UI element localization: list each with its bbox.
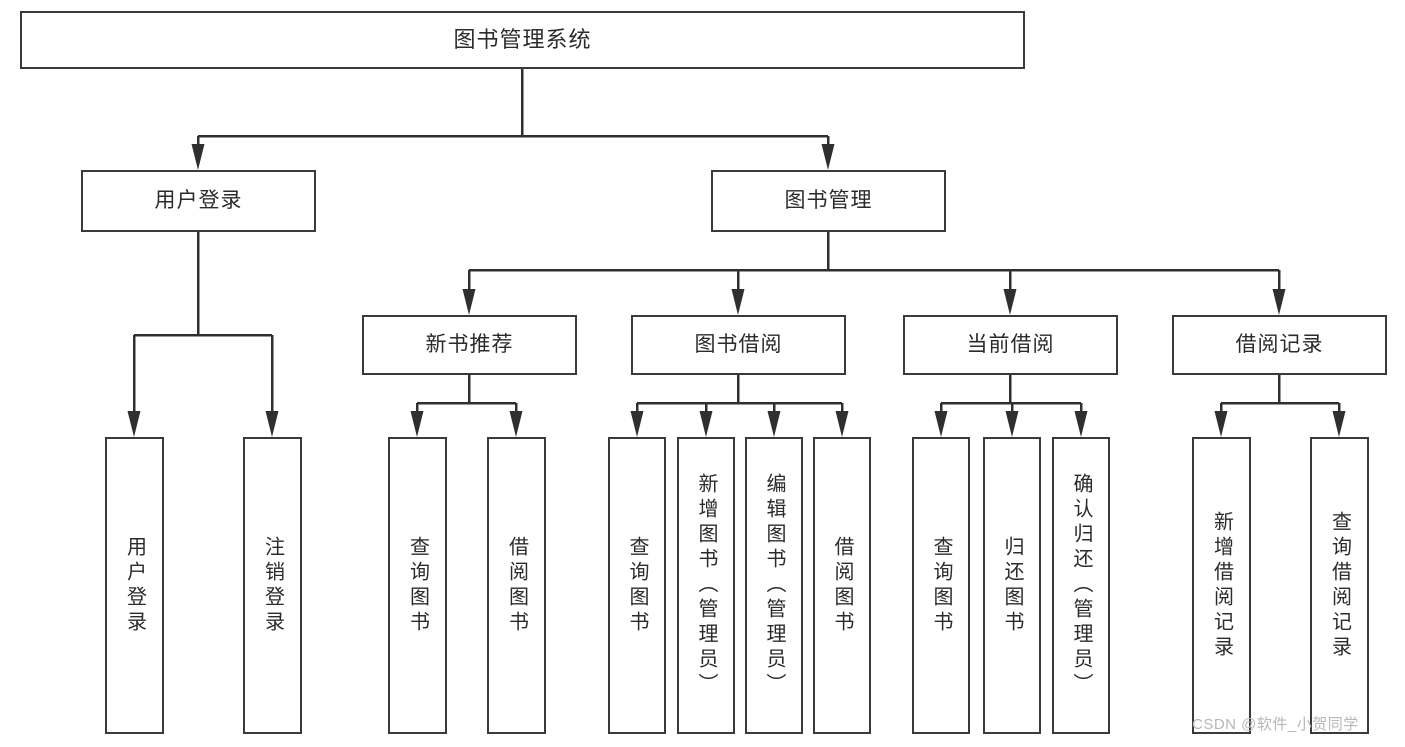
c-currentborrow-to-leaves-arrow-2	[1074, 411, 1088, 437]
node-leaf-return-book[interactable]: 归还图书	[983, 437, 1041, 734]
node-new-book-recommend[interactable]: 新书推荐	[362, 315, 577, 375]
node-label-user-login: 用户登录	[154, 189, 243, 213]
node-label-book-manage: 图书管理	[784, 189, 873, 213]
node-label-leaf-borrow-book-1: 借阅图书	[505, 535, 528, 636]
node-user-login[interactable]: 用户登录	[81, 170, 316, 232]
c-root-to-level1-arrow-1	[821, 144, 835, 170]
node-leaf-edit-book-admin[interactable]: 编辑图书（管理员）	[745, 437, 803, 734]
connector-c-bookborrow-to-leaves	[630, 375, 849, 437]
node-label-leaf-user-login: 用户登录	[123, 535, 146, 636]
node-leaf-add-borrow-record[interactable]: 新增借阅记录	[1192, 437, 1251, 734]
c-currentborrow-to-leaves-arrow-1	[1005, 411, 1019, 437]
node-label-leaf-borrow-book-2: 借阅图书	[831, 535, 853, 636]
c-bookborrow-to-leaves-arrow-0	[630, 411, 644, 437]
node-label-current-borrow: 当前借阅	[966, 333, 1055, 357]
node-label-leaf-query-book-1: 查询图书	[406, 535, 429, 636]
node-label-root: 图书管理系统	[453, 26, 592, 52]
c-root-to-level1-arrow-0	[191, 144, 205, 170]
connector-c-currentborrow-to-leaves	[934, 375, 1088, 437]
connector-c-bookmanage-to-level2	[462, 232, 1286, 315]
node-leaf-confirm-return-admin[interactable]: 确认归还（管理员）	[1052, 437, 1110, 734]
node-leaf-add-book-admin[interactable]: 新增图书（管理员）	[677, 437, 735, 734]
node-label-borrow-record: 借阅记录	[1235, 333, 1324, 357]
c-borrowrecord-to-leaves-arrow-1	[1332, 411, 1346, 437]
node-book-manage[interactable]: 图书管理	[711, 170, 946, 232]
node-label-leaf-add-book-admin: 新增图书（管理员）	[695, 473, 717, 698]
node-leaf-query-book-3[interactable]: 查询图书	[912, 437, 970, 734]
node-leaf-query-borrow-record[interactable]: 查询借阅记录	[1310, 437, 1369, 734]
connector-c-root-to-level1	[191, 69, 835, 170]
c-bookmanage-to-level2-arrow-3	[1272, 289, 1286, 315]
node-leaf-user-login[interactable]: 用户登录	[105, 437, 164, 734]
c-borrowrecord-to-leaves-arrow-0	[1214, 411, 1228, 437]
node-label-book-borrow: 图书借阅	[694, 333, 783, 357]
node-borrow-record[interactable]: 借阅记录	[1172, 315, 1387, 375]
node-label-leaf-query-book-3: 查询图书	[930, 535, 952, 636]
node-root[interactable]: 图书管理系统	[20, 11, 1025, 69]
node-label-leaf-add-borrow-record: 新增借阅记录	[1210, 510, 1233, 661]
c-newbook-to-leaves-arrow-0	[410, 411, 424, 437]
node-label-leaf-user-logout: 注销登录	[261, 535, 284, 636]
c-bookmanage-to-level2-arrow-1	[731, 289, 745, 315]
connector-c-userlogin-to-leaves	[127, 232, 279, 437]
c-bookmanage-to-level2-arrow-2	[1003, 289, 1017, 315]
c-newbook-to-leaves-arrow-1	[509, 411, 523, 437]
connector-c-newbook-to-leaves	[410, 375, 523, 437]
c-bookborrow-to-leaves-arrow-1	[699, 411, 713, 437]
connector-c-borrowrecord-to-leaves	[1214, 375, 1346, 437]
node-label-leaf-query-book-2: 查询图书	[626, 535, 648, 636]
c-userlogin-to-leaves-arrow-0	[127, 411, 141, 437]
c-bookmanage-to-level2-arrow-0	[462, 289, 476, 315]
c-currentborrow-to-leaves-arrow-0	[934, 411, 948, 437]
node-leaf-borrow-book-1[interactable]: 借阅图书	[487, 437, 546, 734]
node-leaf-borrow-book-2[interactable]: 借阅图书	[813, 437, 871, 734]
c-userlogin-to-leaves-arrow-1	[265, 411, 279, 437]
node-label-leaf-edit-book-admin: 编辑图书（管理员）	[763, 473, 785, 698]
node-book-borrow[interactable]: 图书借阅	[631, 315, 846, 375]
c-bookborrow-to-leaves-arrow-3	[835, 411, 849, 437]
node-label-leaf-confirm-return-admin: 确认归还（管理员）	[1070, 473, 1092, 698]
node-label-new-book-recommend: 新书推荐	[425, 333, 514, 357]
node-label-leaf-query-borrow-record: 查询借阅记录	[1328, 510, 1351, 661]
c-bookborrow-to-leaves-arrow-2	[767, 411, 781, 437]
node-label-leaf-return-book: 归还图书	[1001, 535, 1023, 636]
node-leaf-user-logout[interactable]: 注销登录	[243, 437, 302, 734]
node-leaf-query-book-2[interactable]: 查询图书	[608, 437, 666, 734]
node-leaf-query-book-1[interactable]: 查询图书	[388, 437, 447, 734]
node-current-borrow[interactable]: 当前借阅	[903, 315, 1118, 375]
